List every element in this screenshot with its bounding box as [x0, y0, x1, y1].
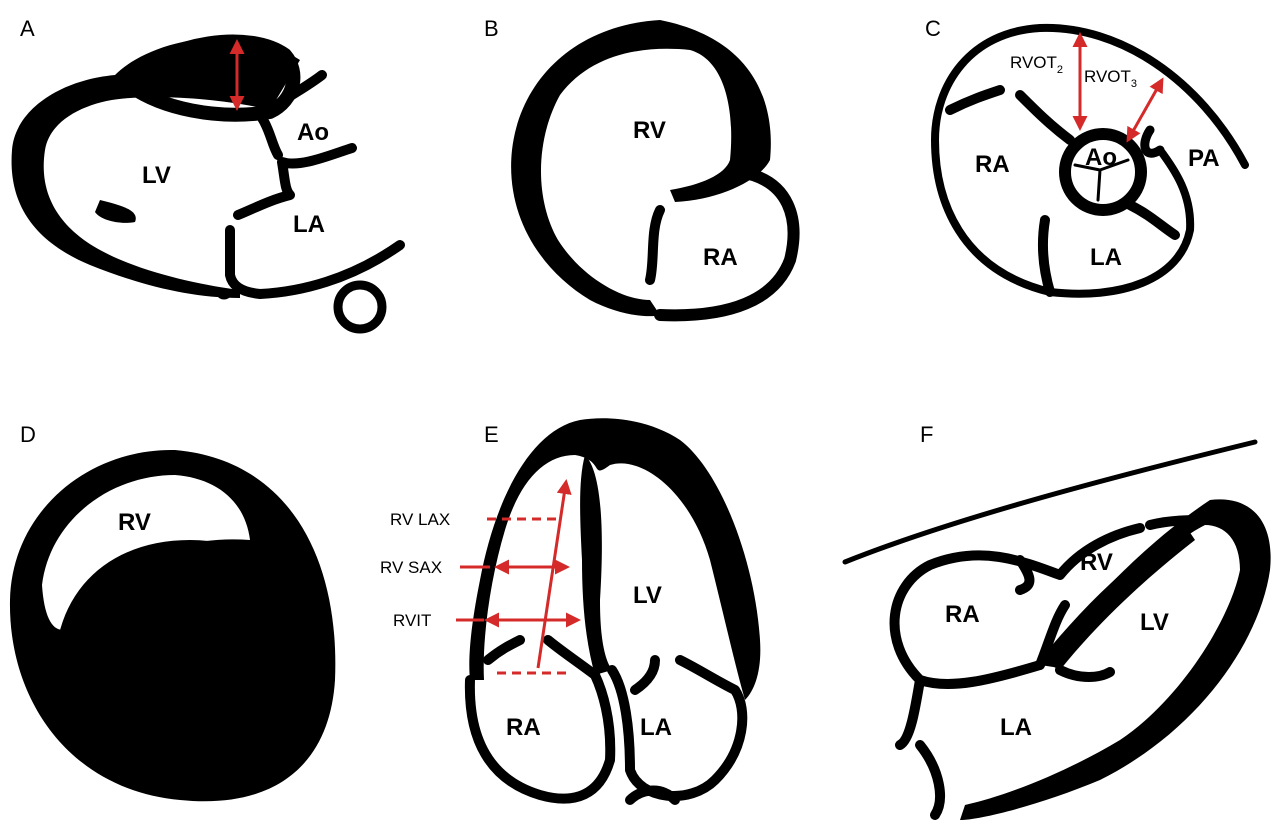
panel-f-septum: [1040, 525, 1195, 670]
panel-c-aortic-valve: [1059, 128, 1147, 216]
panel-f-lv-wall: [960, 499, 1271, 820]
panel-c-ra-label: RA: [975, 151, 1010, 178]
panel-f-lv-label: LV: [1140, 609, 1169, 636]
panel-c-cusps: [1073, 158, 1130, 202]
panel-c: C RVOT2 RVOT3 RA Ao PA LA: [925, 16, 1249, 298]
panel-f-la-label: LA: [1000, 714, 1032, 741]
panel-a-lv-label: LV: [142, 162, 171, 189]
panel-a-desc-aorta: [333, 280, 387, 334]
panel-e-rvlax-line: [536, 479, 572, 669]
panel-b-letter: B: [484, 16, 499, 41]
panel-f-rv-label: RV: [1080, 549, 1113, 576]
panel-c-letter: C: [925, 16, 941, 41]
panel-a-septum: [95, 200, 136, 223]
panel-a-rvot1-label: RVOT1: [160, 65, 213, 88]
panel-a-la-label: LA: [293, 211, 325, 238]
panel-c-rvot3-label: RVOT3: [1084, 67, 1137, 90]
panel-f-chambers: [889, 515, 1210, 820]
panel-f: F RV RA LV LA: [842, 422, 1271, 820]
panel-b-ra-label: RA: [703, 244, 738, 271]
panel-c-pa-wall: [1140, 125, 1165, 158]
panel-c-rvot3-arrow: [1126, 77, 1164, 143]
panel-d-rv-label: RV: [118, 509, 151, 536]
panel-a-rv-outline: [118, 34, 301, 122]
panel-a-la: [225, 225, 405, 299]
panel-a-lv-wall: [11, 37, 300, 299]
panel-d-lv-wall: [55, 540, 310, 790]
panel-d: D RV LV: [9, 422, 336, 802]
panel-b-tricuspid: [645, 205, 665, 285]
panel-c-ao-label: Ao: [1085, 144, 1117, 171]
panel-e-letter: E: [484, 422, 499, 447]
panel-d-letter: D: [20, 422, 36, 447]
panel-b-rv-label: RV: [633, 117, 666, 144]
panel-e-lv-wall: [469, 418, 761, 700]
panel-f-liver-line: [842, 439, 1258, 565]
panel-e-lv-label: LV: [633, 582, 662, 609]
panel-c-septa: [945, 85, 1180, 297]
panel-e-sax-label: RV SAX: [380, 558, 442, 577]
panel-a-letter: A: [20, 16, 35, 41]
panel-b-rv-wall: [511, 20, 771, 317]
panel-e-it-label: RVIT: [393, 611, 431, 630]
panel-e: E RV LAX RV SAX RVIT LV RA LA: [380, 418, 761, 805]
panel-e-lax-label: RV LAX: [390, 510, 450, 529]
panel-b: B RV RA: [484, 16, 800, 322]
panel-e-la-label: LA: [640, 714, 672, 741]
panel-c-rvot2-label: RVOT2: [1010, 53, 1063, 76]
panel-f-ra-label: RA: [945, 601, 980, 628]
panel-e-ra-label: RA: [506, 714, 541, 741]
panel-c-pa-label: PA: [1188, 145, 1220, 172]
panel-d-lv-label: LV: [162, 642, 191, 669]
panel-a-ao-label: Ao: [297, 119, 329, 146]
panel-e-septum: [580, 455, 612, 675]
panel-f-letter: F: [920, 422, 933, 447]
panel-a: A RVOT1 Ao LV LA: [11, 16, 405, 334]
panel-c-outer: [931, 23, 1249, 298]
panel-a-aorta: [233, 70, 357, 220]
panel-b-ra: [654, 166, 800, 322]
panel-e-atria: [464, 635, 748, 805]
panel-a-sinus: [217, 290, 231, 300]
panel-c-la-label: LA: [1090, 244, 1122, 271]
